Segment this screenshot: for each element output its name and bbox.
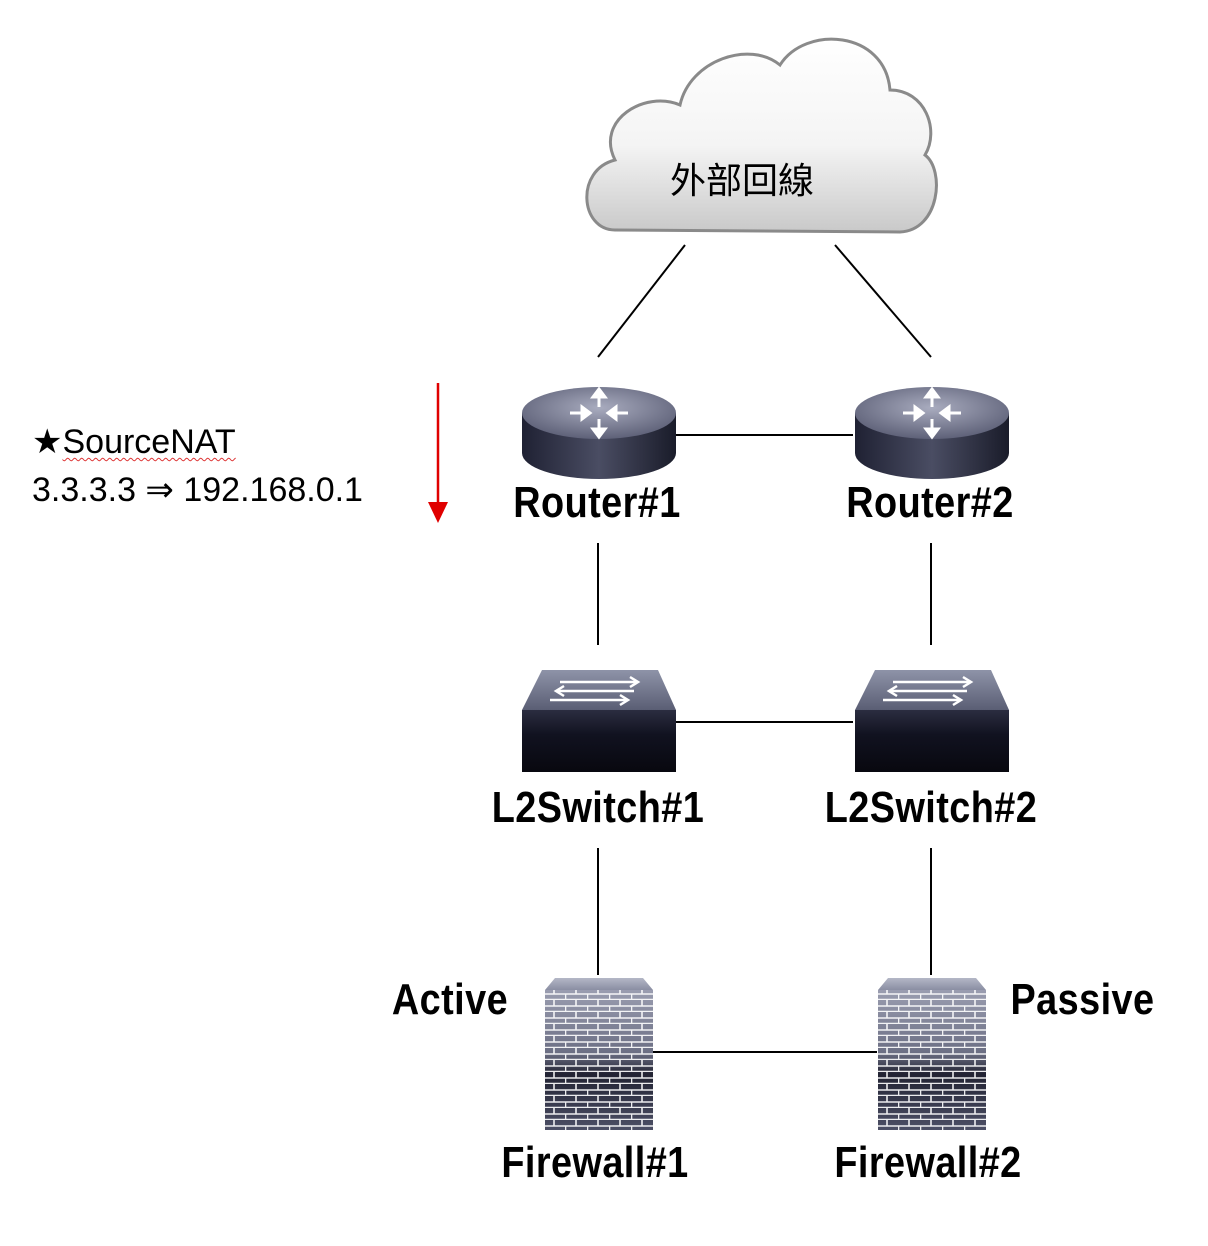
- switch-1-label: L2Switch#1: [491, 783, 705, 832]
- link-cloud-router2: [834, 244, 932, 358]
- firewall-1-icon: [545, 978, 653, 1130]
- switch-1-icon: [522, 670, 676, 772]
- nat-note-title-text: SourceNAT: [62, 423, 236, 461]
- star-icon: ★: [32, 423, 63, 461]
- nat-note-title: ★SourceNAT: [32, 422, 236, 462]
- nat-arrow-head: [428, 502, 448, 523]
- firewall-1-state: Active: [391, 975, 509, 1024]
- router-1-icon: [522, 386, 676, 479]
- router-2-label: Router#2: [846, 478, 1014, 527]
- cloud-label: 外部回線: [670, 161, 815, 202]
- router-2-icon: [855, 386, 1009, 479]
- link-cloud-router1: [597, 244, 686, 358]
- firewall-2-state: Passive: [1010, 975, 1155, 1024]
- switch-2-icon: [855, 670, 1009, 772]
- firewall-2-icon: [878, 978, 986, 1130]
- nat-note-mapping: 3.3.3.3 ⇒ 192.168.0.1: [32, 471, 363, 509]
- firewall-2-label: Firewall#2: [834, 1138, 1022, 1187]
- router-1-label: Router#1: [513, 478, 681, 527]
- switch-2-label: L2Switch#2: [824, 783, 1038, 832]
- cloud-icon: [585, 37, 938, 234]
- firewall-1-label: Firewall#1: [501, 1138, 689, 1187]
